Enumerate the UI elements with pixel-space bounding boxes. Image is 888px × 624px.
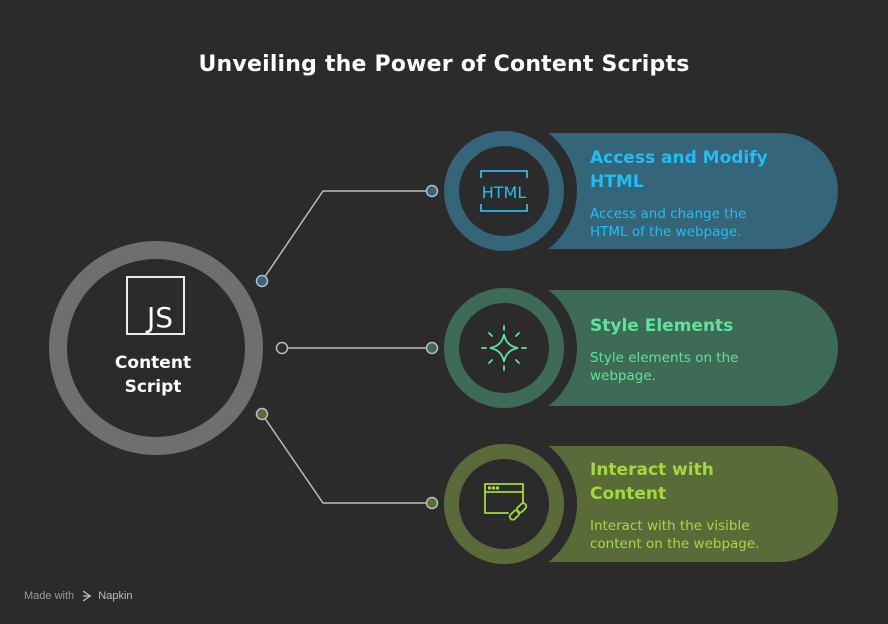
card-2-desc: Style elements on the webpage.	[590, 349, 820, 385]
card-2-title-line1: Style Elements	[590, 316, 734, 336]
center-label: Content Script	[95, 351, 211, 399]
connector-3-end-dot	[425, 496, 439, 510]
card-3-title-line1: Interact with	[590, 460, 714, 480]
footer-brand[interactable]: Napkin	[98, 590, 133, 602]
connector-2-start-dot	[275, 341, 289, 355]
card-1-pill	[500, 133, 838, 249]
card-1-desc-line2: HTML of the webpage.	[590, 224, 742, 240]
connector-2-end-dot	[425, 341, 439, 355]
html-icon: HTML	[480, 170, 528, 212]
card-3-title-line2: Content	[590, 484, 667, 504]
card-3-pill	[500, 446, 838, 562]
card-1-title-line1: Access and Modify	[590, 148, 768, 168]
card-2-desc-line1: Style elements on the	[590, 350, 739, 366]
card-3-desc: Interact with the visible content on the…	[590, 517, 820, 553]
center-ring	[49, 241, 263, 455]
center-label-line2: Script	[124, 377, 182, 397]
card-1-title: Access and Modify HTML	[590, 146, 810, 194]
sparkle-icon	[481, 325, 527, 371]
browser-link-icon	[484, 483, 528, 521]
card-1-desc-line1: Access and change the	[590, 206, 747, 222]
card-3-desc-line2: content on the webpage.	[590, 536, 760, 552]
connector-3	[261, 413, 432, 504]
svg-text:JS: JS	[145, 301, 173, 334]
card-2-desc-line2: webpage.	[590, 368, 656, 384]
card-2-pill	[500, 290, 838, 406]
connector-3-start-dot	[255, 407, 269, 421]
card-2-title: Style Elements	[590, 314, 810, 338]
card-3-desc-line1: Interact with the visible	[590, 518, 750, 534]
page-title: Unveiling the Power of Content Scripts	[198, 52, 690, 77]
connector-1-start-dot	[255, 274, 269, 288]
footer: Made with Napkin	[24, 590, 133, 602]
card-1-title-line2: HTML	[590, 172, 644, 192]
connector-1	[261, 190, 432, 282]
card-3-title: Interact with Content	[590, 458, 810, 506]
footer-made-with: Made with	[24, 590, 75, 602]
napkin-logo-icon	[82, 590, 92, 602]
js-icon: JS	[126, 276, 185, 335]
card-1-desc: Access and change the HTML of the webpag…	[590, 205, 820, 241]
html-icon-text: HTML	[482, 183, 527, 202]
connector-1-end-dot	[425, 184, 439, 198]
center-label-line1: Content	[114, 353, 192, 373]
